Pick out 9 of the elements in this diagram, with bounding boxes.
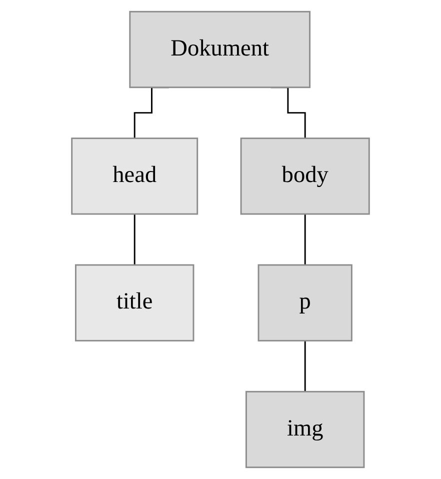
node-box: img: [245, 390, 365, 468]
connector: [304, 213, 306, 266]
node-box: head: [71, 138, 198, 215]
node-box: title: [74, 264, 194, 342]
node-box: body: [240, 138, 370, 215]
node-box: Dokument: [129, 10, 311, 88]
connector: [134, 213, 136, 266]
node-box: p: [258, 264, 352, 342]
connector: [304, 340, 306, 392]
